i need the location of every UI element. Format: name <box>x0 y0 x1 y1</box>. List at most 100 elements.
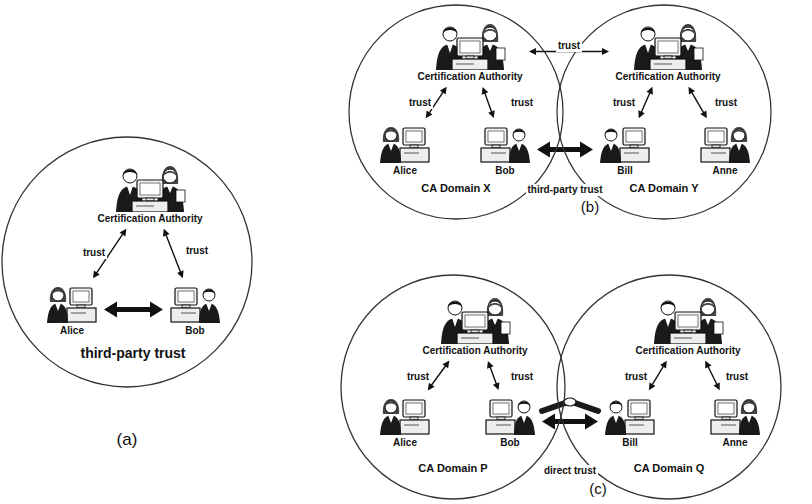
edge-label: trust <box>556 40 582 52</box>
computer-case <box>650 59 686 70</box>
domain-name: CA Domain Y <box>629 182 698 195</box>
head <box>661 301 675 315</box>
document <box>176 190 185 202</box>
suit <box>380 143 401 163</box>
screen <box>718 403 734 414</box>
hair <box>52 290 64 295</box>
shirt <box>127 186 133 195</box>
suit <box>199 303 220 323</box>
handshake-arm <box>542 403 565 411</box>
head <box>52 289 64 301</box>
head <box>385 401 397 413</box>
hair <box>700 298 716 316</box>
arrow-head <box>440 87 447 95</box>
label-holder: trust <box>509 92 535 110</box>
head <box>203 289 215 301</box>
domain-name: CA Domain X <box>421 182 490 195</box>
head <box>733 129 745 141</box>
label-holder: (b) <box>581 198 599 216</box>
label-holder: trust <box>623 366 649 384</box>
arrow-head <box>428 383 435 391</box>
computer-case <box>457 333 493 344</box>
domain-name: CA Domain P <box>418 462 487 475</box>
screen <box>406 403 422 414</box>
user-node: Anne <box>705 392 765 451</box>
edge-label: direct trust <box>542 465 598 477</box>
hair <box>385 130 397 135</box>
arrow-head <box>488 110 495 118</box>
authority-label: Certification Authority <box>97 212 202 225</box>
authority-node: Certification Authority <box>413 18 527 85</box>
computer-case <box>701 148 730 162</box>
user-figure <box>699 122 751 164</box>
shirt <box>685 44 691 51</box>
trust-arrow <box>638 87 653 118</box>
shirt <box>705 318 711 325</box>
computer-case <box>132 201 168 212</box>
hair <box>605 130 617 135</box>
arrow-head <box>482 87 489 95</box>
user-figure <box>379 122 431 164</box>
drive-slot <box>71 313 86 314</box>
authority-figure <box>112 162 188 212</box>
arrow-head <box>542 414 555 430</box>
head <box>701 301 715 315</box>
monitor <box>490 400 512 417</box>
shirt <box>516 143 522 151</box>
arrow-head <box>426 111 433 119</box>
suit <box>514 415 535 435</box>
screen <box>73 291 89 302</box>
screen <box>488 131 504 142</box>
user-name: Bill <box>622 436 638 449</box>
screen <box>493 403 509 414</box>
edge-label: trust <box>81 247 107 259</box>
label-holder: third-party trust <box>79 344 188 362</box>
screen <box>140 183 160 195</box>
monitor <box>70 288 92 305</box>
hair <box>518 402 530 407</box>
shirt <box>487 44 493 51</box>
arrow-shaft <box>652 366 664 385</box>
drive-slot <box>674 338 692 339</box>
domain-name: CA Domain Q <box>634 462 705 475</box>
hair <box>163 171 177 177</box>
monitor <box>462 312 488 330</box>
drive-slot <box>711 153 726 154</box>
shirt <box>613 415 619 423</box>
trust-arrow-bold <box>537 142 593 158</box>
authority-figure <box>630 20 706 70</box>
suit <box>509 143 530 163</box>
arrow-shaft <box>485 93 492 113</box>
hair <box>513 130 525 135</box>
authority-figure <box>437 294 513 344</box>
label-holder: trust <box>556 35 582 53</box>
figure-group <box>701 127 750 163</box>
user-node: Bob <box>475 120 535 179</box>
hair <box>733 130 745 135</box>
authority-node: Certification Authority <box>611 18 725 85</box>
document <box>496 48 505 60</box>
hair <box>487 298 503 316</box>
trust-arrow-bold <box>104 302 163 318</box>
arrow-shaft <box>116 307 151 312</box>
shirt <box>447 44 453 53</box>
edge-label: trust <box>509 97 535 109</box>
monitor <box>175 288 197 305</box>
arrow-head <box>688 87 695 95</box>
panel-label: (c) <box>589 481 607 498</box>
arrow-head <box>537 142 550 158</box>
monitor <box>137 180 163 198</box>
user-node: Bob <box>165 280 225 339</box>
head <box>163 169 177 183</box>
panel-label: (a) <box>117 431 138 450</box>
screen <box>406 131 422 142</box>
monitor <box>403 400 425 417</box>
trust-arrow <box>482 87 495 118</box>
arrow-head <box>529 48 536 55</box>
computer-case <box>620 148 649 162</box>
arrow-head <box>150 302 163 318</box>
head <box>513 129 525 141</box>
document <box>501 322 510 334</box>
